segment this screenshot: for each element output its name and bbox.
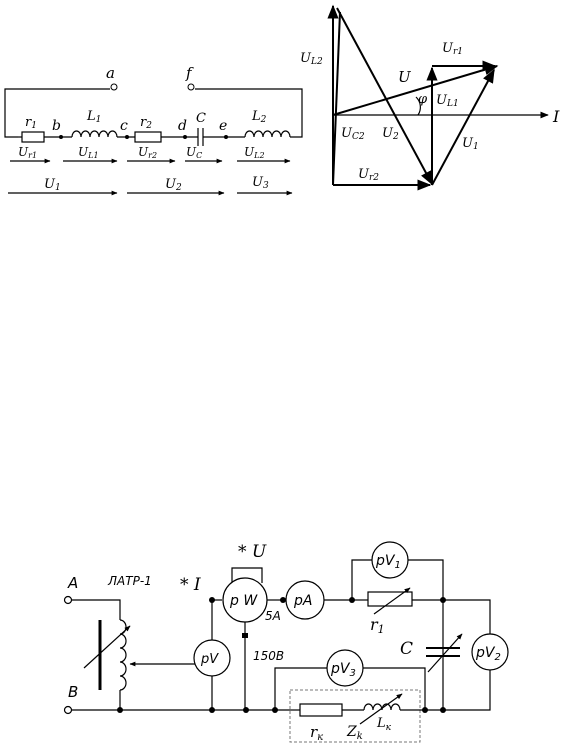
label-ur1: Ur1 xyxy=(18,145,37,160)
node-a-label: a xyxy=(106,64,115,82)
terminal-b-label: B xyxy=(68,683,78,701)
label-ul2-phasor: UL2 xyxy=(300,51,323,67)
label-r1: r1 xyxy=(25,115,37,131)
lk-label: Lк xyxy=(376,716,392,733)
phi-arc xyxy=(415,96,421,116)
label-l1: L1 xyxy=(86,109,101,125)
node-c-dot xyxy=(125,135,129,139)
voltage-range-label: 150B xyxy=(253,649,284,663)
right-wire xyxy=(195,88,303,138)
voltmeter-pv2-label: pV2 xyxy=(475,645,501,663)
terminal-a xyxy=(63,595,73,605)
terminal-b xyxy=(63,705,73,715)
label-ul1: UL1 xyxy=(78,145,99,160)
latr-label: ЛАТР-1 xyxy=(107,574,152,588)
node-e-label: e xyxy=(219,118,227,134)
inductor-l1 xyxy=(71,130,118,138)
terminal-a-label: A xyxy=(67,574,78,592)
label-u-phasor: U xyxy=(398,68,412,86)
star-u-label: * U xyxy=(238,542,267,562)
inductor-l2 xyxy=(244,130,291,138)
wattmeter-label: p W xyxy=(229,593,258,609)
label-ur2: Ur2 xyxy=(138,145,157,160)
node-f-label: f xyxy=(185,64,194,82)
lk-adjust-arrow xyxy=(359,693,403,725)
label-i-axis: I xyxy=(552,107,560,126)
resistor-r1 xyxy=(21,131,45,143)
rk-label: rк xyxy=(310,723,323,743)
autotransformer-adjust-arrow xyxy=(83,625,131,669)
resistor-r2 xyxy=(134,131,162,143)
label-ul2: UL2 xyxy=(244,145,265,160)
zk-label: Zk xyxy=(346,724,363,742)
node-b-label: b xyxy=(52,118,61,134)
phasor-diagram: UL2 Ur1 U φ UL1 I UC2 U2 U1 Ur2 xyxy=(300,4,560,191)
phasor-ul2-shadow xyxy=(332,11,341,186)
label-ur2-phasor: Ur2 xyxy=(358,167,379,183)
label-c: C xyxy=(196,111,206,126)
node-d-label: d xyxy=(178,118,187,134)
label-uc: UC xyxy=(186,145,202,160)
inductor-lk xyxy=(363,703,401,711)
capacitor-adjust-arrow xyxy=(427,633,463,673)
node-f-terminal xyxy=(187,83,195,91)
voltmeter-pv-label: pV xyxy=(200,652,219,667)
node-b-dot xyxy=(59,135,63,139)
label-u1-phasor: U1 xyxy=(462,136,479,152)
label-ul1-phasor: UL1 xyxy=(436,93,459,109)
label-u1: U1 xyxy=(44,177,61,193)
node-c-label: c xyxy=(120,118,128,134)
label-l2: L2 xyxy=(251,109,267,125)
label-ur1-phasor: Ur1 xyxy=(442,41,463,57)
node-a-terminal xyxy=(110,83,118,91)
measurement-circuit: A B ЛАТР-1 pV * I * U p W xyxy=(63,541,509,743)
label-u2-phasor: U2 xyxy=(382,126,399,142)
left-wire xyxy=(4,88,110,138)
node-d-dot xyxy=(183,135,187,139)
wattmeter-voltage-lead xyxy=(231,567,263,583)
series-circuit: a f b c d e r1 L1 r2 C L2 xyxy=(4,64,303,196)
resistor-r1-variable xyxy=(367,591,413,607)
phasor-u xyxy=(332,64,499,116)
r1-adjust-arrow xyxy=(373,587,411,615)
label-uc2-phasor: UC2 xyxy=(341,126,365,142)
label-r2: r2 xyxy=(140,115,152,131)
resistor-rk xyxy=(299,703,343,717)
label-u2: U2 xyxy=(165,177,182,193)
label-phi: φ xyxy=(418,92,428,107)
voltmeter-pv xyxy=(193,639,231,677)
node-e-dot xyxy=(224,135,228,139)
ammeter-label: pA xyxy=(293,593,312,609)
voltmeter-pv3-label: pV3 xyxy=(330,661,356,679)
phasor-uc2 xyxy=(336,7,433,186)
label-u3: U3 xyxy=(252,175,269,191)
star-i-label: * I xyxy=(180,575,201,595)
phasor-u1 xyxy=(431,68,495,186)
r1-label: r1 xyxy=(370,615,385,636)
capacitor-c-label: C xyxy=(400,639,413,659)
voltmeter-pv1-label: pV1 xyxy=(375,553,401,571)
current-range-label: 5A xyxy=(265,609,281,623)
wire-a-in xyxy=(72,599,121,620)
coil-box xyxy=(289,689,421,743)
